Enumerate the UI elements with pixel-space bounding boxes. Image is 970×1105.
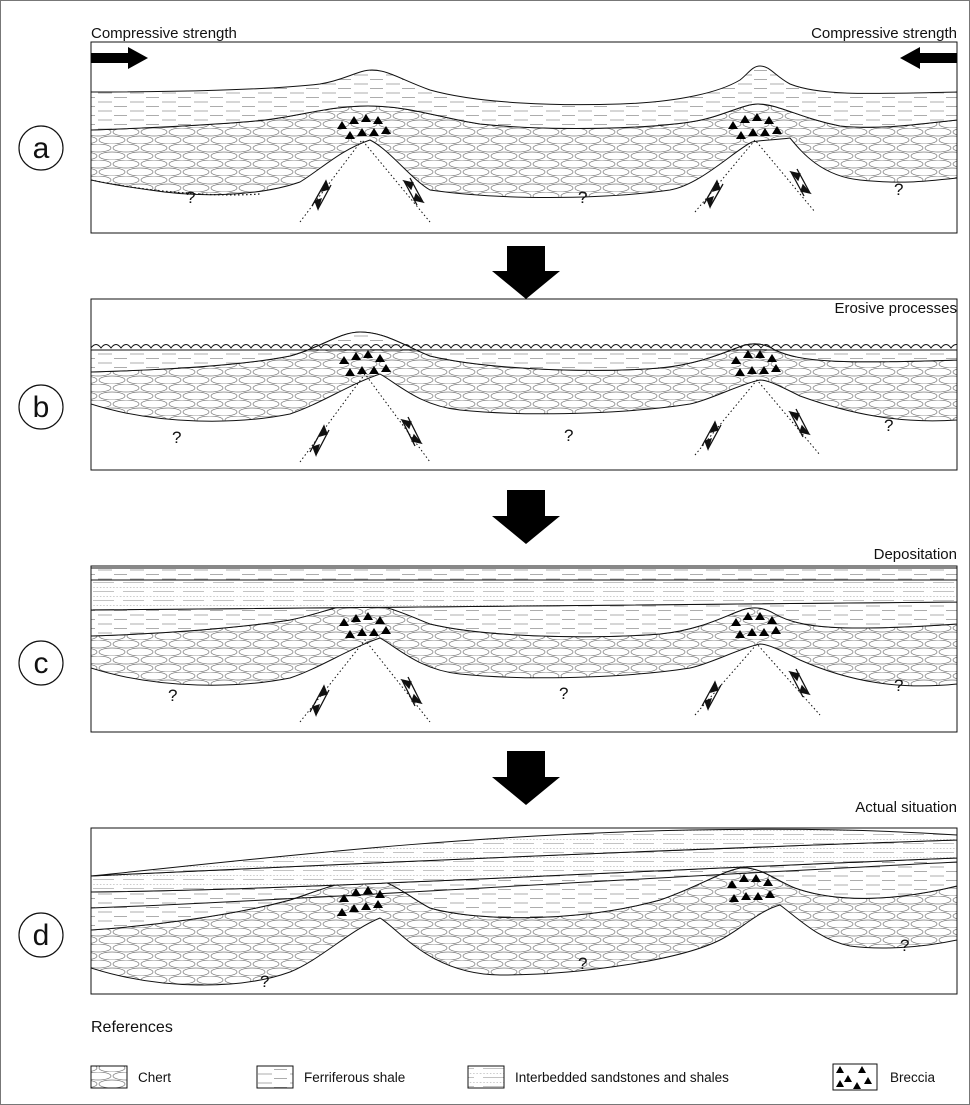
shale-top-layer-c [91,567,957,581]
unknown-mark: ? [559,684,568,703]
legend-label-sandstone: Interbedded sandstones and shales [515,1070,729,1085]
fault-arrows-b [309,408,811,458]
panel-letter-circle-b [18,384,64,430]
transition-arrow-bc [492,490,560,544]
panel-d-title: Actual situation [855,799,957,816]
panel-letter-c: c [34,647,49,680]
unknown-mark: ? [172,428,181,447]
unknown-mark: ? [900,936,909,955]
panel-c: Depositation ? ? ? c [18,546,958,733]
erosion-surface-b [91,344,957,349]
legend-label-breccia: Breccia [890,1070,936,1085]
panel-b-title: Erosive processes [834,300,957,317]
unconformity-line-d [91,861,957,909]
breccia-b [339,350,781,376]
panel-c-title: Depositation [874,546,957,563]
panel-c-frame [90,565,958,733]
panel-b: Erosive processes ? ? ? b [18,298,958,471]
panel-a: Compressive strength Compressive strengt… [18,25,958,234]
breccia-c [339,612,781,638]
unknown-mark: ? [260,972,269,991]
panel-d: Actual situation ? ? ? d [18,799,958,995]
legend-swatch-shale [256,1065,294,1089]
panel-b-frame [90,298,958,471]
panel-letter-a: a [33,132,50,165]
fault-arrows-c [309,668,811,718]
legend-label-chert: Chert [138,1070,171,1085]
breccia-a [337,113,782,139]
panel-letter-circle-a [18,125,64,171]
legend-swatch-chert [90,1065,128,1089]
panel-letter-circle-c [18,640,64,686]
panel-a-frame [90,41,958,234]
transition-arrow-cd [492,751,560,805]
compressive-arrow-right [900,47,957,69]
fault-trace-c1 [299,639,431,723]
compressive-label-right: Compressive strength [811,25,957,42]
legend-breccia-symbols [836,1066,872,1089]
unknown-mark: ? [186,188,195,207]
transition-arrow-ab [492,246,560,299]
unknown-mark: ? [578,954,587,973]
chert-base-dotted-a [91,179,261,196]
panel-letter-b: b [33,391,50,424]
unknown-mark: ? [894,180,903,199]
compressive-label-left: Compressive strength [91,25,237,42]
unknown-mark: ? [578,188,587,207]
shale-layer-a [91,65,957,131]
references-legend: References Chert Ferriferous shale Inter… [90,1019,936,1091]
panel-d-frame [90,827,958,995]
fault-trace-a2 [694,139,816,213]
references-title: References [91,1019,173,1036]
sandstone-upper-layer-d [91,828,957,877]
unknown-mark: ? [168,686,177,705]
shale-layer-b [91,331,957,373]
shale-layer-c [91,601,957,638]
unknown-mark: ? [884,416,893,435]
unknown-mark: ? [894,676,903,695]
fault-arrows-a [311,168,812,212]
breccia-d [337,874,775,916]
panel-letter-d: d [33,919,50,952]
legend-label-shale: Ferriferous shale [304,1070,405,1085]
unknown-mark: ? [564,426,573,445]
panel-letter-circle-d [18,912,64,958]
legend-swatch-sandstone [467,1065,505,1089]
compressive-arrow-left [91,47,148,69]
